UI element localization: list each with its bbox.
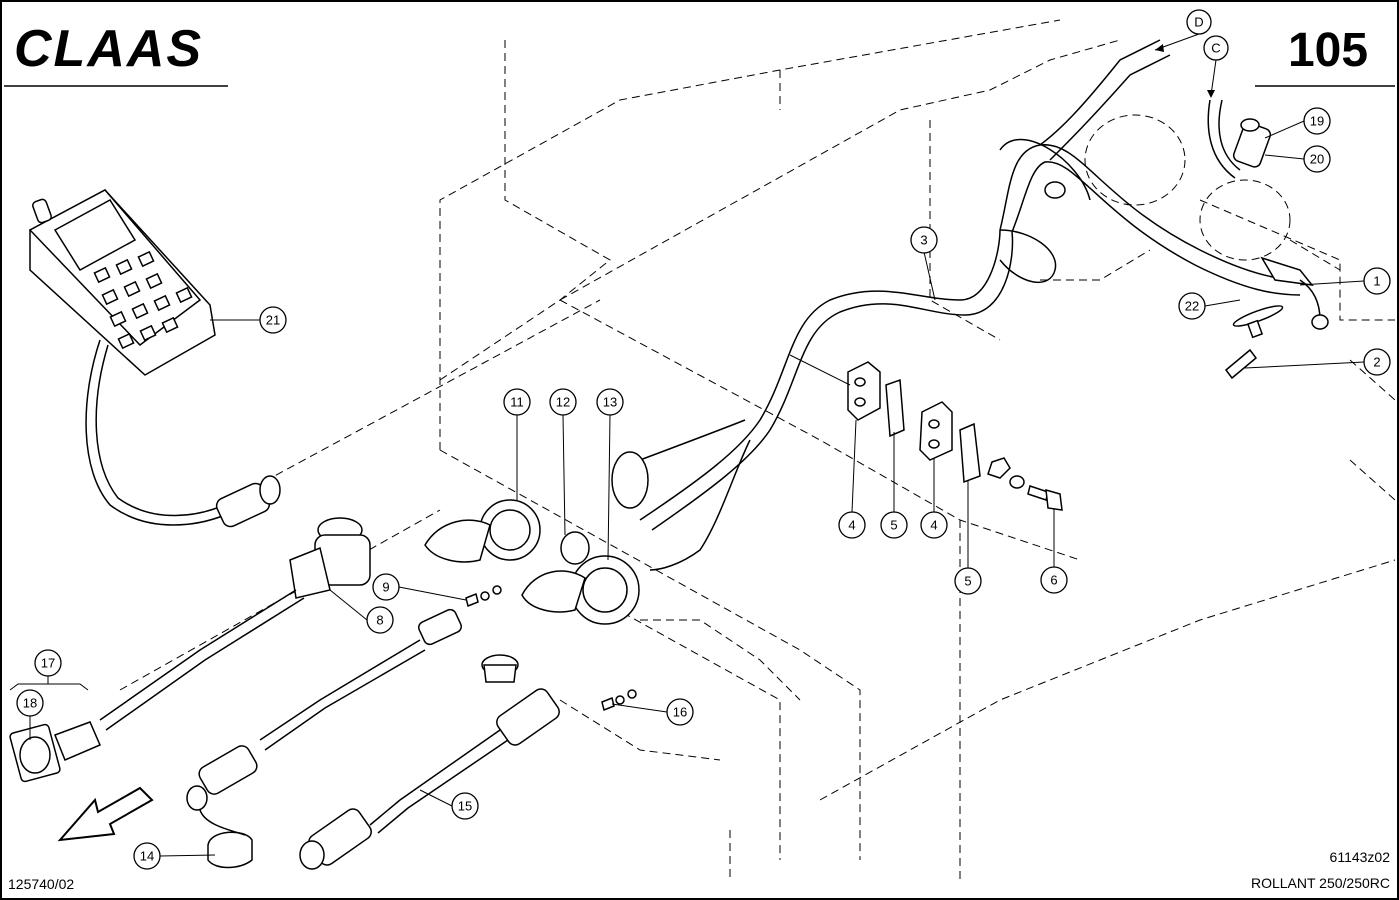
callout-16: 16: [666, 698, 694, 726]
claas-logo: CLAAS: [14, 20, 203, 78]
callout-2: 2: [1363, 348, 1391, 376]
panel-connector: [9, 683, 101, 783]
svg-text:22: 22: [1185, 299, 1199, 314]
socket-8: [99, 517, 371, 731]
direction-arrow-icon: [57, 786, 154, 842]
sensor-switch: [1224, 256, 1329, 380]
callout-18: 18: [16, 689, 44, 717]
page-number: 105: [1288, 24, 1368, 77]
figure-code: 61143z02: [1330, 849, 1391, 865]
callout-1: 1: [1363, 267, 1391, 295]
svg-text:21: 21: [266, 313, 280, 328]
callout-20: 20: [1303, 145, 1331, 173]
callout-22: 22: [1178, 292, 1206, 320]
svg-text:16: 16: [673, 705, 687, 720]
svg-text:C: C: [1211, 41, 1220, 56]
callout-8: 8: [366, 606, 394, 634]
callout-5b: 5: [954, 567, 982, 595]
direction-marker-d: D: [1154, 9, 1212, 52]
callout-4a: 4: [838, 511, 866, 539]
callout-12: 12: [549, 388, 577, 416]
svg-text:9: 9: [382, 580, 389, 595]
plug-group: [186, 585, 637, 870]
direction-marker-c: C: [1203, 35, 1229, 98]
socket-group: [424, 451, 649, 625]
svg-text:18: 18: [23, 696, 37, 711]
drawing-code: 125740/02: [8, 876, 74, 892]
svg-text:15: 15: [458, 799, 472, 814]
callouts: 1 2 3 4 5 4 5 6 8 9 11 12 13 14 15 16 17…: [16, 107, 1391, 870]
callout-3: 3: [910, 226, 938, 254]
svg-text:D: D: [1194, 15, 1203, 30]
svg-text:5: 5: [890, 518, 897, 533]
callout-6: 6: [1040, 566, 1068, 594]
callout-14: 14: [133, 842, 161, 870]
callout-21: 21: [259, 306, 287, 334]
svg-text:5: 5: [964, 574, 971, 589]
sensor-assembly: [1207, 99, 1272, 179]
callout-5a: 5: [880, 511, 908, 539]
callout-17: 17: [34, 649, 62, 677]
svg-text:1: 1: [1373, 274, 1380, 289]
model-name: ROLLANT 250/250RC: [1251, 875, 1390, 891]
svg-text:11: 11: [510, 395, 524, 410]
callout-leaders: [29, 120, 1365, 857]
terminal-keypad: [93, 250, 193, 350]
svg-text:19: 19: [1310, 114, 1324, 129]
callout-11: 11: [503, 388, 531, 416]
callout-13: 13: [596, 388, 624, 416]
svg-text:6: 6: [1050, 573, 1057, 588]
svg-text:12: 12: [556, 395, 570, 410]
svg-text:4: 4: [848, 518, 855, 533]
svg-text:20: 20: [1310, 152, 1324, 167]
operator-terminal: [28, 189, 281, 528]
svg-text:14: 14: [140, 849, 154, 864]
svg-text:8: 8: [376, 613, 383, 628]
svg-text:13: 13: [603, 395, 617, 410]
svg-text:CLAAS: CLAAS: [14, 20, 203, 78]
machine-outline: [119, 19, 1396, 880]
svg-text:17: 17: [41, 656, 55, 671]
svg-text:3: 3: [920, 233, 927, 248]
svg-text:4: 4: [930, 518, 937, 533]
callout-4b: 4: [920, 511, 948, 539]
callout-19: 19: [1303, 107, 1331, 135]
callout-9: 9: [372, 573, 400, 601]
clamp-set: [789, 354, 1063, 511]
svg-text:2: 2: [1373, 355, 1380, 370]
callout-15: 15: [451, 792, 479, 820]
